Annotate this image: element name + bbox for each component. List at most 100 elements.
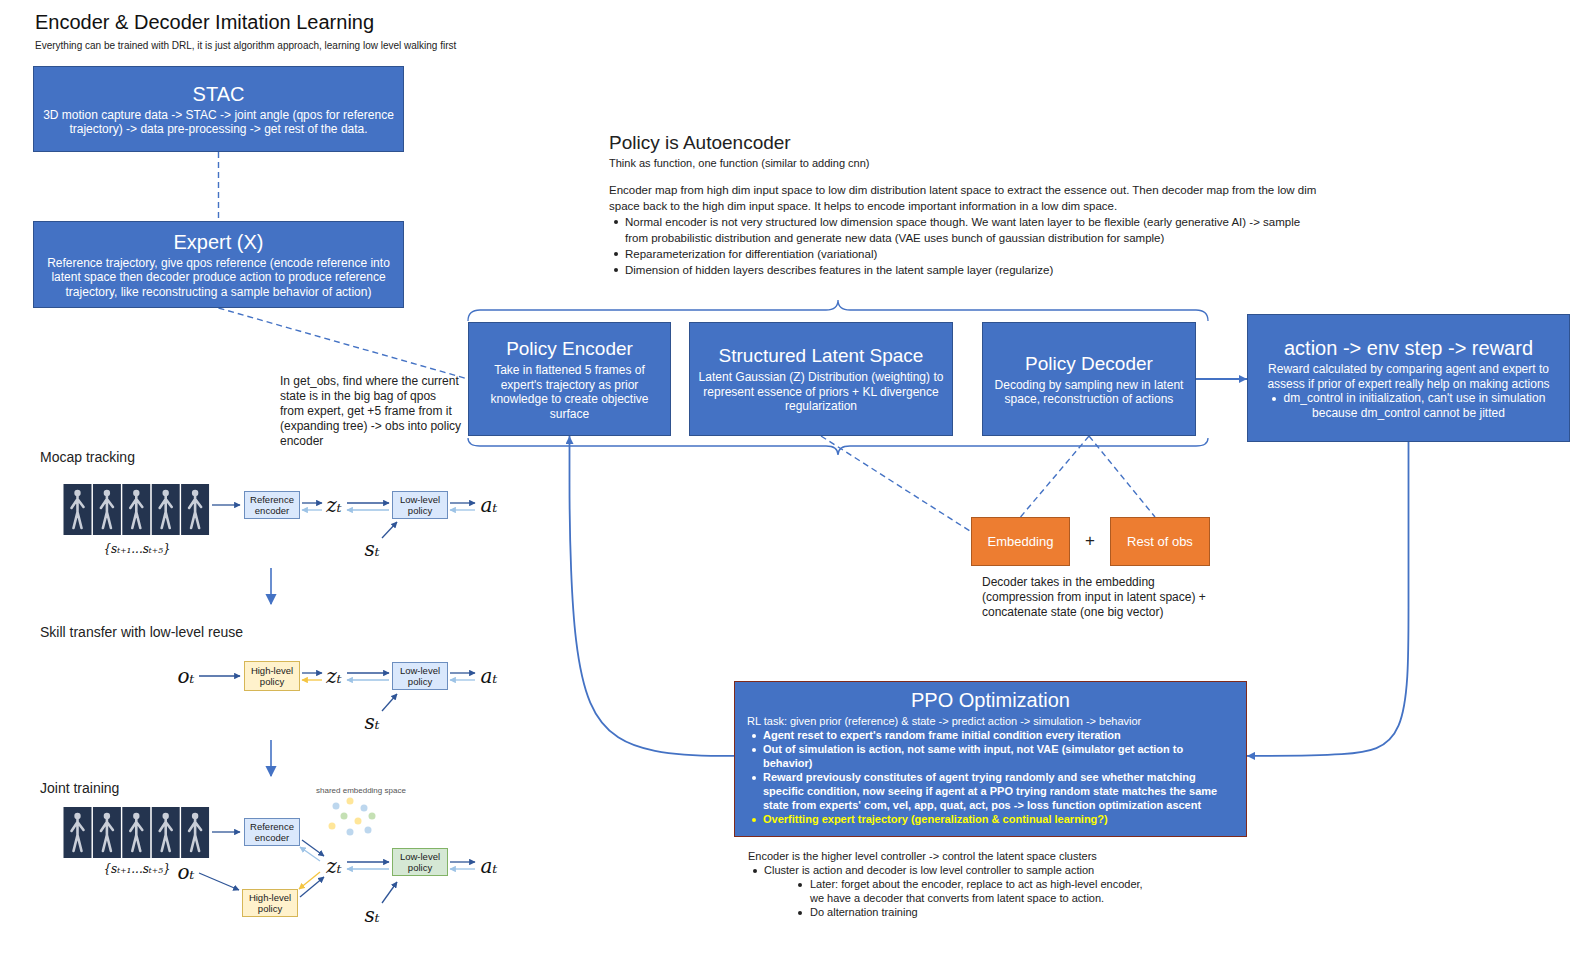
math-symbol: aₜ xyxy=(481,855,498,877)
bullet-text: Normal encoder is not very structured lo… xyxy=(609,214,1321,246)
math-symbol: {sₜ₊₁...sₜ₊₅} xyxy=(103,862,170,876)
box-title: Low-level policy xyxy=(395,494,445,516)
embedding-dots xyxy=(329,798,376,836)
arrow-connector xyxy=(570,436,735,756)
dot xyxy=(355,818,362,825)
box-text: Reward previously constitutes of agent t… xyxy=(747,770,1234,812)
box-text: Reference trajectory, give qpos referenc… xyxy=(42,256,395,300)
arrow xyxy=(212,831,240,832)
dashed-connector xyxy=(1021,436,1090,517)
box-title: Structured Latent Space xyxy=(698,344,944,367)
box-title: PPO Optimization xyxy=(747,688,1234,712)
arrow-connector xyxy=(1247,442,1409,756)
note-text: Encoder map from high dim input space to… xyxy=(609,182,1321,214)
box-text: Agent reset to expert's random frame ini… xyxy=(747,728,1234,742)
annotation: In get_obs, find where the current state… xyxy=(280,374,462,449)
section-heading: Policy is Autoencoder xyxy=(609,131,1321,154)
math-symbol: zₜ xyxy=(326,494,341,516)
arrow xyxy=(302,509,322,510)
box-text: Reward calculated by comparing agent and… xyxy=(1256,362,1561,391)
subtitle: Everything can be trained with DRL, it i… xyxy=(35,40,456,52)
arrow xyxy=(347,502,389,503)
text-group: Encoder is the higher level controller -… xyxy=(748,849,1148,919)
text-group: Decoder takes in the embedding (compress… xyxy=(982,575,1212,620)
curly-brace xyxy=(468,300,1208,321)
mocap-frame xyxy=(64,807,92,858)
figure-label: Mocap tracking xyxy=(40,449,135,466)
bullet-text: Reparameterization for differentiation (… xyxy=(609,246,1321,262)
mocap-frame xyxy=(64,484,92,535)
input-box: Embedding xyxy=(971,517,1070,566)
plus-sign: + xyxy=(1085,531,1095,551)
box-title: High-level policy xyxy=(245,892,295,914)
mocap-frame xyxy=(122,484,150,535)
arrow xyxy=(302,840,324,856)
bullet-text: Later: forget about the encoder, replace… xyxy=(748,877,1148,905)
math-symbol: zₜ xyxy=(326,665,341,687)
box-title: Reference encoder xyxy=(247,821,297,843)
dot xyxy=(365,827,372,834)
arrow xyxy=(382,882,397,903)
dot xyxy=(329,823,336,830)
math-symbol: {sₜ₊₁...sₜ₊₅} xyxy=(103,542,170,556)
optimizer-box: PPO Optimization RL task: given prior (re… xyxy=(734,681,1247,837)
page-title: Encoder & Decoder Imitation Learning xyxy=(35,10,374,34)
text-group: Policy is AutoencoderThink as function, … xyxy=(609,131,1321,278)
arrow-connector xyxy=(1196,378,1247,380)
arrow xyxy=(299,872,320,889)
figure-label: Joint training xyxy=(40,780,119,797)
arrow xyxy=(347,861,389,862)
annotation: Decoder takes in the embedding (compress… xyxy=(982,575,1212,620)
box-text: Decoding by sampling new in latent space… xyxy=(991,378,1187,407)
math-symbol: aₜ xyxy=(481,494,498,516)
decoder-box: Policy DecoderDecoding by sampling new i… xyxy=(982,322,1196,436)
dot xyxy=(347,829,354,836)
mocap-frame xyxy=(181,484,209,535)
small-box: High-level policy xyxy=(244,661,300,691)
math-symbol: sₜ xyxy=(364,904,379,926)
dot xyxy=(369,813,376,820)
arrow xyxy=(302,679,322,680)
dot xyxy=(347,798,354,805)
box-text: RL task: given prior (reference) & state… xyxy=(747,714,1234,728)
small-box: Low-level policy xyxy=(392,848,448,876)
box-title: Low-level policy xyxy=(395,851,445,873)
arrow xyxy=(450,868,475,869)
down-arrow xyxy=(270,568,272,604)
small-box: Reference encoder xyxy=(244,491,300,519)
arrow xyxy=(302,502,322,503)
arrow xyxy=(199,873,239,890)
arrow xyxy=(300,877,324,897)
box-title: Rest of obs xyxy=(1119,534,1201,550)
encoder-box: Policy EncoderTake in flattened 5 frames… xyxy=(468,322,671,436)
box-title: High-level policy xyxy=(247,665,297,687)
dashed-connector xyxy=(821,436,971,532)
box-title: Embedding xyxy=(980,534,1061,550)
math-symbol: zₜ xyxy=(326,855,341,877)
small-box: High-level policy xyxy=(242,889,298,917)
note-text: Think as function, one function (similar… xyxy=(609,156,1321,170)
arrow xyxy=(199,675,240,676)
mocap-frame xyxy=(152,807,180,858)
mocap-frame xyxy=(93,807,121,858)
down-arrow xyxy=(270,740,272,776)
latent-box: Structured Latent SpaceLatent Gaussian (… xyxy=(689,322,953,436)
arrow xyxy=(382,694,397,711)
mocap-frame xyxy=(152,484,180,535)
small-arrows xyxy=(199,503,475,903)
process-box: STAC3D motion capture data -> STAC -> jo… xyxy=(33,66,404,152)
arrow xyxy=(212,504,240,505)
arrow xyxy=(450,672,475,673)
math-symbol: oₜ xyxy=(178,665,195,687)
bullet-text: Dimension of hidden layers describes fea… xyxy=(609,262,1321,278)
arrow xyxy=(382,522,397,538)
box-text: Take in flattened 5 frames of expert's t… xyxy=(477,363,662,421)
mocap-frame xyxy=(122,807,150,858)
dot xyxy=(333,803,340,810)
box-title: Expert (X) xyxy=(42,230,395,254)
box-text: Out of simulation is action, not same wi… xyxy=(747,742,1234,770)
mocap-frame xyxy=(93,484,121,535)
box-title: Low-level policy xyxy=(395,665,445,687)
arrow xyxy=(347,509,389,510)
